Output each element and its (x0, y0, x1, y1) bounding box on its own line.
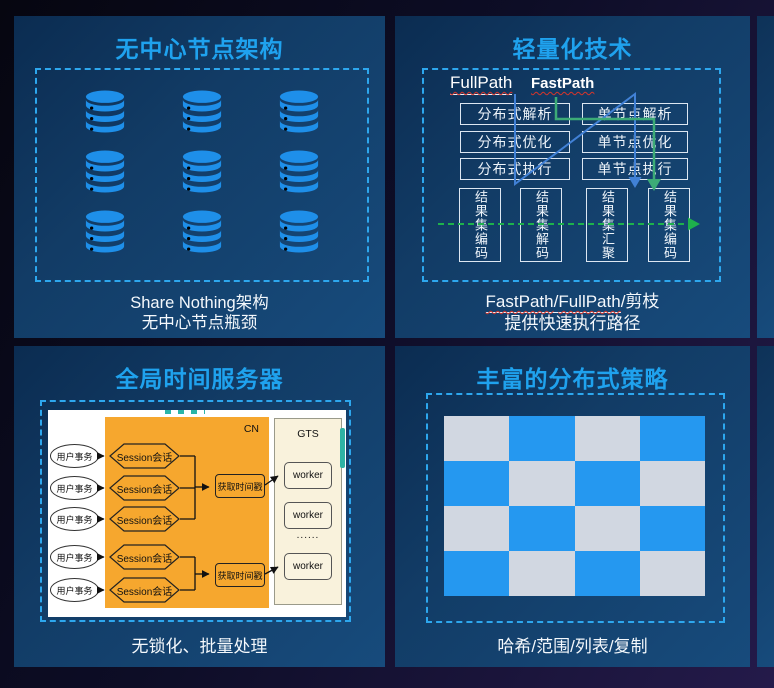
database-icon (181, 90, 223, 134)
checker-cell (639, 416, 705, 461)
panel-title: 全局时间服务器 (115, 366, 284, 392)
checker-cell (509, 551, 575, 596)
checker-cell (444, 506, 510, 551)
panel-title: 无中心节点架构 (115, 36, 284, 62)
resultset-label: 结果集编码 (662, 190, 677, 260)
gts-diagram-image: CN GTS 用户事务 用户事务 用户事务 用户事务 用户事务 Session会… (48, 410, 346, 617)
panel-global-time-server: 全局时间服务器 CN GTS 用户事务 用户事务 用户事务 用户事务 用户事务 … (14, 346, 385, 667)
panel-no-central-node: 无中心节点架构 Share Nothing架构 无中心节点瓶颈 (14, 16, 385, 338)
cropped-neighbor-panel (757, 346, 774, 667)
panel-title: 丰富的分布式策略 (476, 366, 669, 392)
panel-lightweight-tech: 轻量化技术 FullPath FastPath 分布式解析 分布式优化 分布式执… (395, 16, 750, 338)
checker-cell (574, 551, 640, 596)
worker-box: worker (284, 462, 332, 489)
checker-cell (509, 506, 575, 551)
user-transaction-ellipse: 用户事务 (50, 578, 99, 602)
database-icon (84, 90, 126, 134)
get-timestamp-box: 获取时间戳 (215, 474, 265, 498)
stage-box-distributed-parse: 分布式解析 (460, 103, 570, 125)
checker-cell (444, 416, 510, 461)
checker-cell (509, 461, 575, 506)
resultset-label: 结果集汇聚 (600, 190, 615, 260)
resultset-box-encode2: 结果集编码 (648, 188, 690, 262)
caption-underlined: FastPath/FullPath (485, 292, 621, 313)
session-label: Session会话 (116, 553, 173, 565)
checker-cell (444, 461, 510, 506)
checker-cell (639, 506, 705, 551)
cropped-text-artifact (165, 410, 205, 414)
dashed-frame (422, 68, 721, 282)
checkerboard (444, 416, 705, 596)
user-transaction-ellipse: 用户事务 (50, 444, 99, 468)
stage-box-distributed-execute: 分布式执行 (460, 158, 570, 180)
database-icon (278, 150, 320, 194)
checker-cell (639, 551, 705, 596)
cropped-neighbor-panel (757, 16, 774, 338)
fullpath-label: FullPath (450, 73, 513, 95)
session-label: Session会话 (116, 515, 173, 527)
caption-slash: / (553, 292, 559, 311)
database-icon (181, 150, 223, 194)
resultset-box-encode: 结果集编码 (459, 188, 501, 262)
resultset-box-aggregate: 结果集汇聚 (586, 188, 628, 262)
caption-paths: FastPath/FullPath/剪枝 (395, 287, 750, 313)
caption-no-bottleneck: 无中心节点瓶颈 (141, 314, 258, 332)
checker-cell (574, 461, 640, 506)
database-icon (84, 150, 126, 194)
stage-box-singlenode-optimize: 单节点优化 (582, 131, 688, 153)
resultset-label: 结果集解码 (534, 190, 549, 260)
caption-share-nothing: Share Nothing架构 (130, 294, 269, 312)
worker-box: worker (284, 502, 332, 529)
session-label: Session会话 (116, 484, 173, 496)
checker-cell (444, 551, 510, 596)
database-grid (35, 68, 369, 282)
worker-box: worker (284, 553, 332, 580)
session-hexagon: Session会话 (109, 443, 180, 469)
checker-cell (574, 506, 640, 551)
session-hexagon: Session会话 (109, 506, 180, 532)
caption-fastpath: FastPath (485, 292, 554, 311)
resultset-box-decode: 结果集解码 (520, 188, 562, 262)
cn-label: CN (243, 423, 259, 435)
dashed-frame (40, 400, 351, 622)
user-transaction-ellipse: 用户事务 (50, 545, 99, 569)
ellipsis-dots: ...... (296, 530, 320, 541)
database-icon (181, 210, 223, 254)
database-icon (278, 210, 320, 254)
checker-cell (509, 416, 575, 461)
checker-cell (574, 416, 640, 461)
stage-box-distributed-optimize: 分布式优化 (460, 131, 570, 153)
session-label: Session会话 (116, 452, 173, 464)
caption-fast-execution: 提供快速执行路径 (504, 314, 641, 333)
checker-cell (639, 461, 705, 506)
user-transaction-ellipse: 用户事务 (50, 507, 99, 531)
stage-box-singlenode-parse: 单节点解析 (582, 103, 688, 125)
fastpath-text: FastPath (531, 75, 595, 92)
session-hexagon: Session会话 (109, 544, 180, 570)
user-transaction-ellipse: 用户事务 (50, 476, 99, 500)
stage-box-singlenode-execute: 单节点执行 (582, 158, 688, 180)
caption-strategies: 哈希/范围/列表/复制 (497, 637, 648, 656)
fullpath-text: FullPath (450, 73, 513, 92)
gts-label: GTS (297, 428, 319, 440)
dashed-frame (35, 68, 369, 282)
session-label: Session会话 (116, 586, 173, 598)
session-hexagon: Session会话 (109, 475, 180, 501)
get-timestamp-box: 获取时间戳 (215, 563, 265, 587)
resultset-label: 结果集编码 (473, 190, 488, 260)
caption-fullpath: FullPath (558, 292, 621, 311)
session-hexagon: Session会话 (109, 577, 180, 603)
fastpath-label: FastPath (531, 75, 594, 92)
caption-pruning: /剪枝 (620, 292, 660, 311)
cropped-edge-artifact (340, 428, 345, 468)
dashed-frame (426, 393, 725, 623)
database-icon (278, 90, 320, 134)
panel-title: 轻量化技术 (512, 36, 633, 62)
database-icon (84, 210, 126, 254)
panel-distribution-strategies: 丰富的分布式策略 哈希/范围/列表/复制 (395, 346, 750, 667)
caption-lock-free: 无锁化、批量处理 (131, 637, 268, 656)
